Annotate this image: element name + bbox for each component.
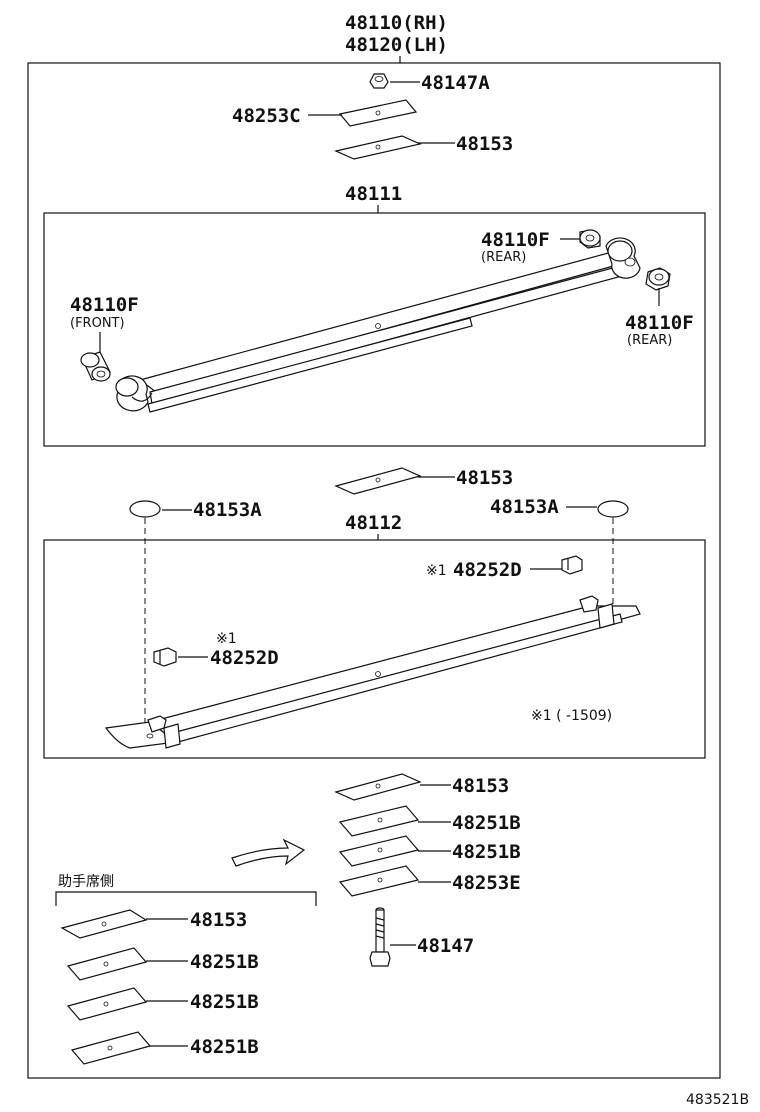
label-clip-right[interactable]: 48252D — [453, 559, 522, 581]
plate-icon[interactable] — [338, 865, 420, 897]
label-ps-plate-1[interactable]: 48251B — [190, 951, 259, 973]
plate-icon[interactable] — [60, 909, 148, 939]
bolt-icon[interactable] — [369, 907, 391, 967]
plate-icon[interactable] — [334, 467, 422, 495]
label-helper-spring[interactable]: 48112 — [345, 512, 402, 534]
label-plate-c[interactable]: 48253C — [232, 105, 301, 127]
clip-icon[interactable] — [153, 647, 177, 667]
label-pad-mid[interactable]: 48153 — [456, 467, 513, 489]
main-spring-frame — [43, 212, 706, 447]
plate-icon[interactable] — [66, 987, 148, 1021]
note-bushing-rear-2: (REAR) — [627, 333, 672, 348]
cap-icon[interactable] — [597, 500, 629, 518]
passenger-side-bracket — [55, 891, 317, 906]
mark-clip-left: ※1 — [216, 631, 237, 647]
diagram-code: 483521B — [686, 1092, 749, 1108]
label-bolt[interactable]: 48147 — [417, 935, 474, 957]
plate-icon[interactable] — [338, 835, 420, 867]
plate-icon[interactable] — [338, 99, 418, 127]
plate-icon[interactable] — [70, 1031, 152, 1065]
label-pad-top[interactable]: 48153 — [456, 133, 513, 155]
label-stack-plate-e[interactable]: 48253E — [452, 872, 521, 894]
header-part-lh: 48120(LH) — [345, 34, 448, 56]
label-ps-plate-2[interactable]: 48251B — [190, 991, 259, 1013]
bushing-icon[interactable] — [645, 267, 671, 291]
plate-icon[interactable] — [334, 135, 422, 160]
label-cap-left[interactable]: 48153A — [193, 499, 262, 521]
note-bushing-front: (FRONT) — [70, 316, 125, 331]
plate-icon[interactable] — [338, 805, 420, 837]
bushing-icon[interactable] — [80, 351, 111, 382]
label-ps-pad[interactable]: 48153 — [190, 909, 247, 931]
plate-icon[interactable] — [334, 773, 422, 801]
note-bushing-rear-1: (REAR) — [481, 250, 526, 265]
label-stack-plate-1[interactable]: 48251B — [452, 812, 521, 834]
label-ps-plate-3[interactable]: 48251B — [190, 1036, 259, 1058]
leaf-spring-icon[interactable] — [115, 237, 641, 413]
cap-icon[interactable] — [129, 500, 161, 518]
helper-spring-frame — [43, 539, 706, 759]
label-bushing-rear-1[interactable]: 48110F — [481, 229, 550, 251]
leaf-spring-icon[interactable] — [104, 595, 641, 749]
arrow-icon — [231, 838, 306, 867]
label-stack-plate-2[interactable]: 48251B — [452, 841, 521, 863]
label-passenger-side: 助手席側 — [58, 874, 114, 890]
label-stack-pad[interactable]: 48153 — [452, 775, 509, 797]
header-part-rh: 48110(RH) — [345, 12, 448, 34]
label-bushing-rear-2[interactable]: 48110F — [625, 312, 694, 334]
bushing-icon[interactable] — [579, 229, 601, 249]
clip-icon[interactable] — [561, 555, 583, 575]
outer-frame — [27, 62, 721, 1079]
label-clip-left[interactable]: 48252D — [210, 647, 279, 669]
mark-clip-right: ※1 — [426, 563, 447, 579]
nut-icon[interactable] — [369, 73, 389, 89]
label-nut-top[interactable]: 48147A — [421, 72, 490, 94]
label-main-spring[interactable]: 48111 — [345, 183, 402, 205]
plate-icon[interactable] — [66, 947, 148, 981]
label-cap-right[interactable]: 48153A — [490, 496, 559, 518]
footnote: ※1 ( -1509) — [531, 708, 612, 724]
label-bushing-front[interactable]: 48110F — [70, 294, 139, 316]
